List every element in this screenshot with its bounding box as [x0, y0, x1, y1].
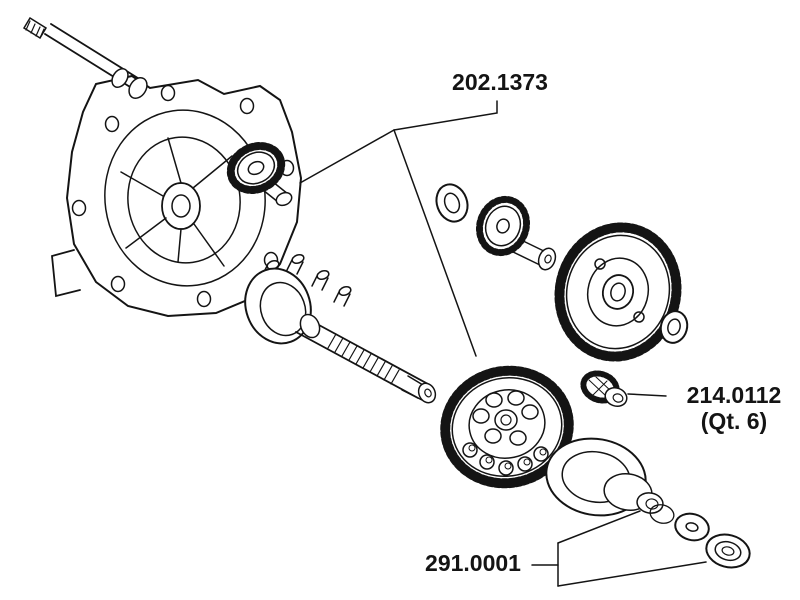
- primary-gear: [554, 222, 682, 362]
- clutch-drum: [545, 437, 664, 517]
- washer-large: [705, 533, 751, 569]
- final-gear: [440, 365, 574, 489]
- output-shaft-splines: [327, 333, 400, 385]
- intermediate-gear: [226, 142, 293, 207]
- splined-bushing: [580, 370, 628, 408]
- pinion-gear: [475, 195, 557, 271]
- part-label-gear-kit: 202.1373: [452, 69, 548, 95]
- input-shaft: [22, 16, 148, 99]
- circlip: [649, 504, 675, 524]
- washer-small: [674, 512, 710, 542]
- gearbox-cover: [51, 74, 303, 318]
- leader-lines: [299, 100, 707, 587]
- part-label-bushing: 214.0112: [686, 382, 782, 408]
- cover-ribs: [120, 137, 233, 267]
- bearing-balls: [462, 442, 549, 476]
- spacer-ring: [659, 310, 689, 344]
- input-shaft-splines: [25, 20, 45, 39]
- thrust-washer: [435, 183, 469, 223]
- part-label-bushing-qty: (Qt. 6): [700, 408, 768, 434]
- part-label-washer-kit: 291.0001: [425, 550, 521, 576]
- output-shaft: [244, 253, 437, 404]
- final-gear-holes: [472, 390, 539, 446]
- cover-bolt-holes: [71, 84, 295, 308]
